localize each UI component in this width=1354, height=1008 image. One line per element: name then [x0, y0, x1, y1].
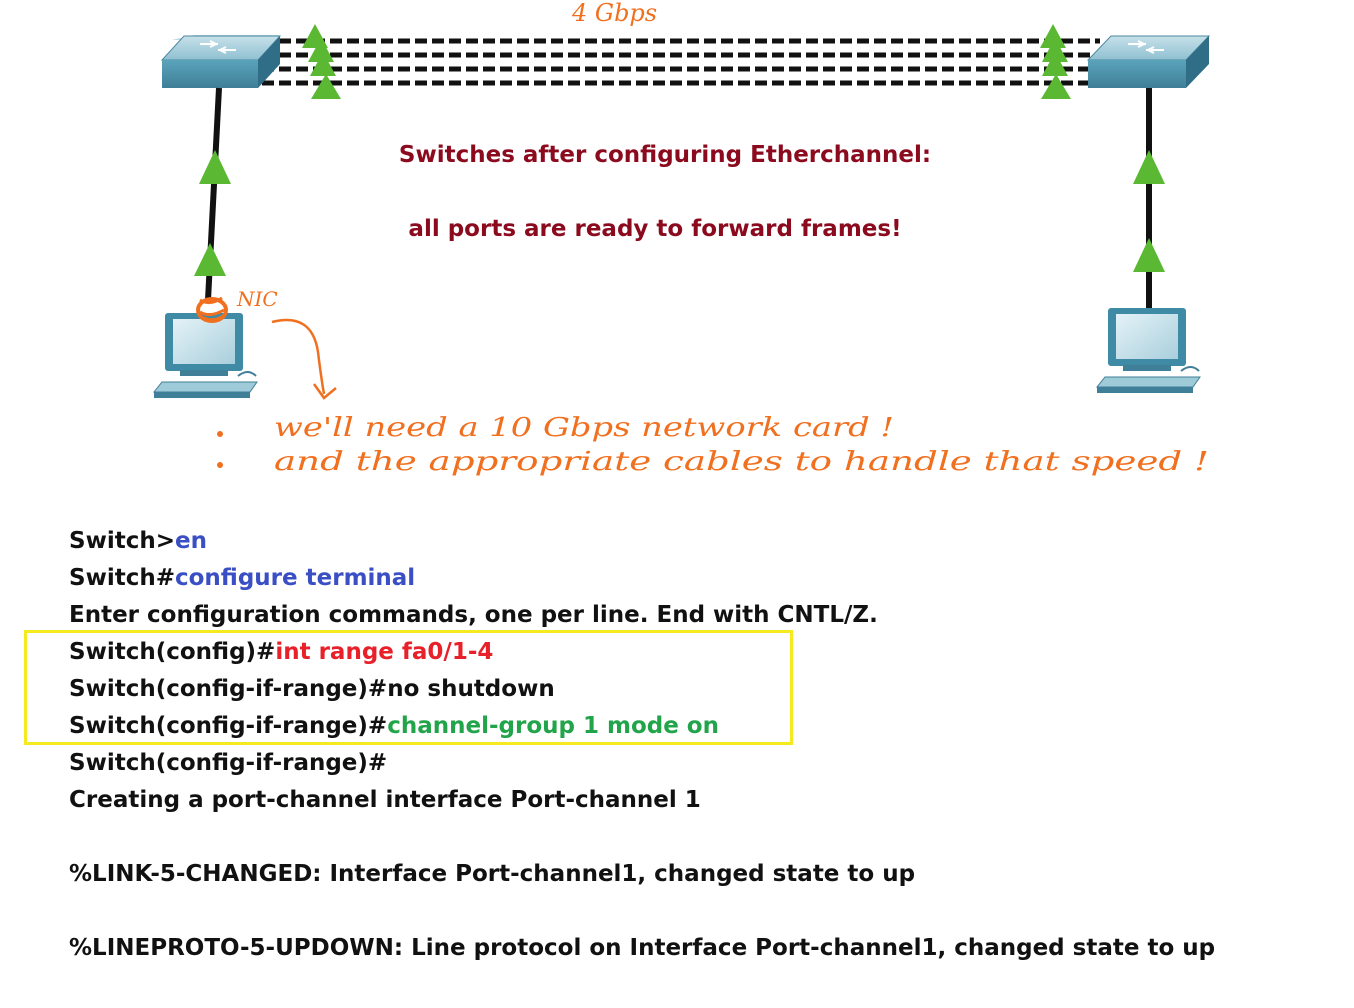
terminal-prompt: Switch(config-if-range)#: [69, 750, 388, 776]
note-bullet-2: [217, 462, 223, 468]
pc-left-icon[interactable]: [152, 313, 258, 398]
note-1: we'll need a 10 Gbps network card !: [274, 413, 894, 443]
terminal-command: int range fa0/1-4: [275, 639, 494, 665]
terminal-line: %LINK-5-CHANGED: Interface Port-channel1…: [69, 856, 1339, 893]
etherchannel-links: [262, 38, 1100, 86]
port-up-indicators-left: [302, 24, 341, 99]
nic-arrow-head: [312, 383, 337, 400]
terminal-line: Switch(config)#int range fa0/1-4: [69, 634, 1339, 671]
port-up-right-lower: [1133, 238, 1165, 272]
note-2: and the appropriate cables to handle tha…: [274, 447, 1209, 477]
terminal-line: Switch>en: [69, 523, 1339, 560]
terminal-command: channel-group 1 mode on: [387, 713, 719, 739]
terminal-command: configure terminal: [174, 565, 416, 591]
pc-right-icon[interactable]: [1095, 308, 1201, 393]
terminal-line: Switch#configure terminal: [69, 560, 1339, 597]
terminal-prompt: %LINEPROTO-5-UPDOWN: Line protocol on In…: [69, 935, 1216, 961]
nic-arrow: [271, 318, 326, 395]
terminal-prompt: Switch>: [69, 528, 175, 554]
terminal-prompt: Enter configuration commands, one per li…: [69, 602, 878, 628]
caption-line-2: all ports are ready to forward frames!: [408, 216, 901, 242]
caption-line-1: Switches after configuring Etherchannel:: [399, 142, 931, 168]
terminal-line: Creating a port-channel interface Port-c…: [69, 782, 1339, 819]
terminal-prompt: Creating a port-channel interface Port-c…: [69, 787, 701, 813]
terminal-prompt: Switch(config)#: [69, 639, 276, 665]
nic-label: NIC: [236, 287, 278, 311]
switch-left-icon[interactable]: [160, 35, 282, 88]
nic-marker: [196, 296, 228, 323]
network-diagram: NIC 4 Gbps Switches after configuring Et…: [152, 0, 1211, 477]
port-up-left-lower: [194, 243, 226, 276]
terminal-blank-line: [69, 893, 1339, 930]
switch-right-icon[interactable]: [1086, 35, 1211, 88]
port-up-right-upper: [1133, 150, 1165, 184]
terminal-command: en: [174, 528, 207, 554]
terminal-line: %LINEPROTO-5-UPDOWN: Line protocol on In…: [69, 930, 1339, 967]
terminal-line: Switch(config-if-range)#no shutdown: [69, 671, 1339, 708]
config-highlight-box: [24, 630, 793, 745]
speed-label: 4 Gbps: [571, 0, 657, 27]
terminal-prompt: %LINK-5-CHANGED: Interface Port-channel1…: [69, 861, 916, 887]
terminal-line: Enter configuration commands, one per li…: [69, 597, 1339, 634]
port-up-indicators-right: [1040, 24, 1071, 99]
port-up-left-upper: [199, 150, 231, 184]
terminal-line: Switch(config-if-range)#channel-group 1 …: [69, 708, 1339, 745]
note-bullet-1: [217, 431, 223, 437]
terminal-prompt: Switch#: [69, 565, 175, 591]
terminal-line: Switch(config-if-range)#: [69, 745, 1339, 782]
terminal-prompt: Switch(config-if-range)#: [69, 713, 388, 739]
terminal-blank-line: [69, 819, 1339, 856]
terminal-prompt: Switch(config-if-range)#no shutdown: [69, 676, 555, 702]
